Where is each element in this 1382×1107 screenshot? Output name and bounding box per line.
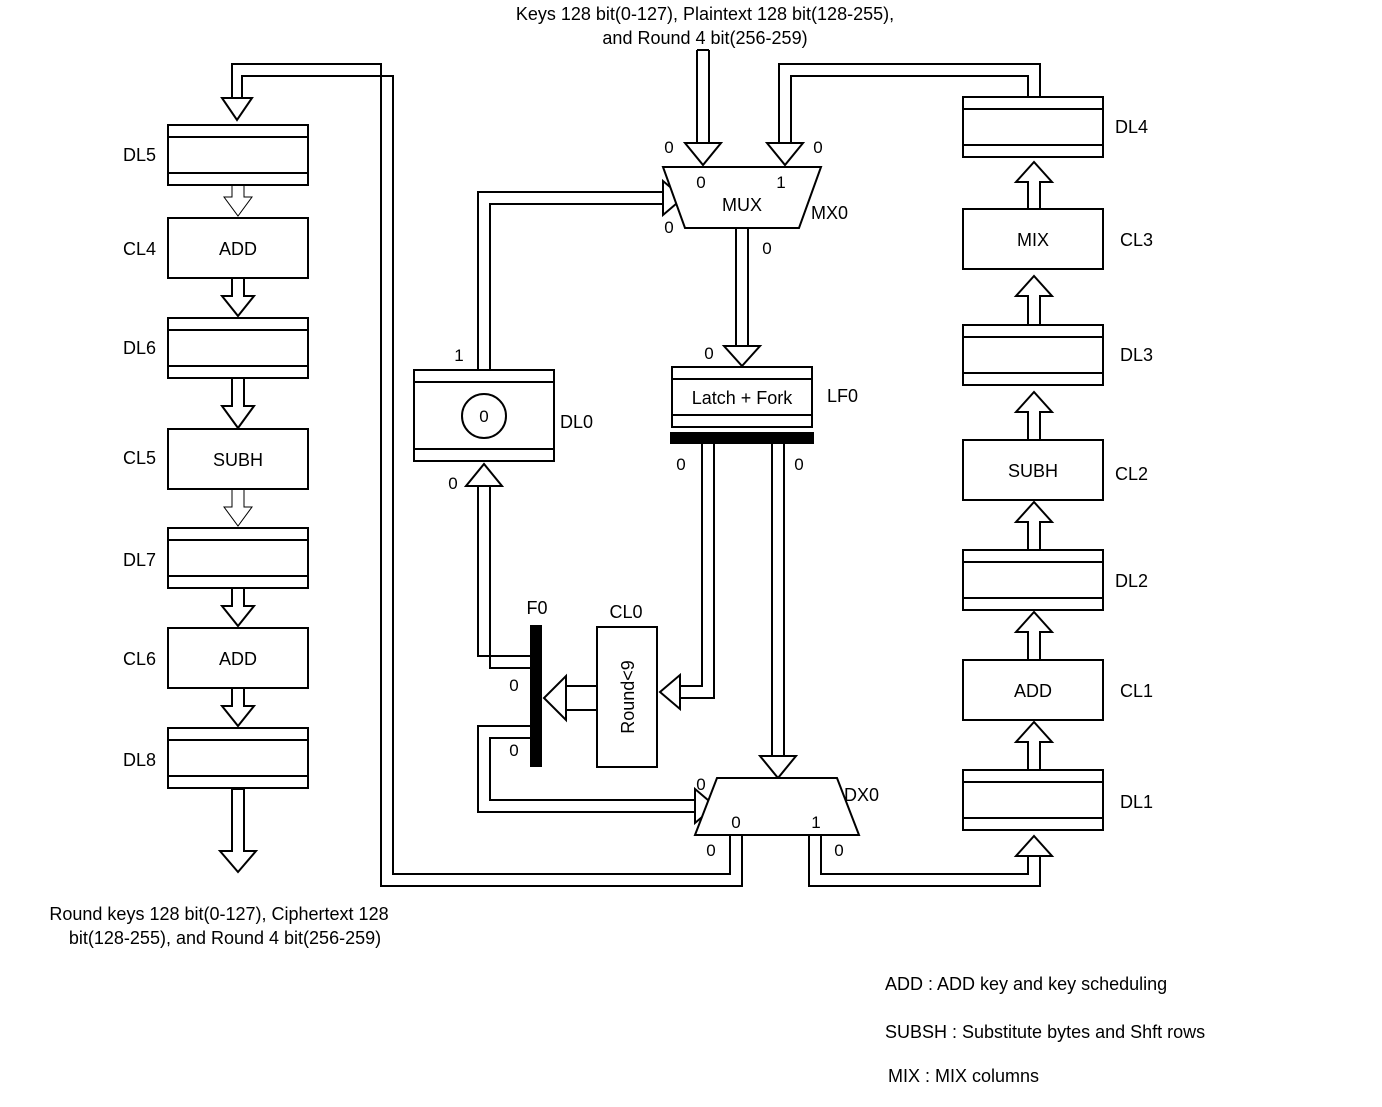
channel-lf0-to-cl0 — [658, 444, 715, 712]
mux-text: MUX — [722, 195, 762, 215]
dl8-register — [167, 727, 309, 789]
output-description-line2: bit(128-255), and Round 4 bit(256-259) — [69, 928, 381, 948]
dx0-in-token: 0 — [696, 775, 705, 794]
dx0-port-1: 1 — [811, 813, 820, 832]
channel-dl0-to-mux — [477, 178, 685, 370]
input-description-line2: and Round 4 bit(256-259) — [602, 28, 807, 48]
mux-top-right-token: 0 — [813, 138, 822, 157]
cl1-text: ADD — [1014, 681, 1052, 701]
dl6-label: DL6 — [123, 338, 156, 358]
cl2-label: CL2 — [1115, 464, 1148, 484]
legend-mix: MIX : MIX columns — [888, 1066, 1039, 1086]
cl4-label: CL4 — [123, 239, 156, 259]
dl2-register — [962, 549, 1104, 611]
dx0-bottom-right-token: 0 — [834, 841, 843, 860]
cl3-mix-block: MIX — [962, 208, 1104, 270]
cl2-text: SUBH — [1008, 461, 1058, 481]
lf0-text: Latch + Fork — [692, 388, 794, 408]
dl4-register — [962, 96, 1104, 158]
f0-left-bottom-token: 0 — [509, 741, 518, 760]
channel-dl4-to-mux — [764, 63, 1041, 167]
channel-mux-to-lf0 — [721, 228, 763, 368]
demux-dx0: 0 1 — [693, 777, 861, 836]
channel-dx0-to-dl5 — [220, 63, 743, 887]
channel-dx0-to-dl1 — [808, 834, 1055, 887]
cl3-text: MIX — [1017, 230, 1049, 250]
cl0-text: Round<9 — [618, 660, 638, 734]
dl2-label: DL2 — [1115, 571, 1148, 591]
cl3-label: CL3 — [1120, 230, 1153, 250]
dl0-name: DL0 — [560, 412, 593, 432]
legend-subsh: SUBSH : Substitute bytes and Shft rows — [885, 1022, 1205, 1042]
dl5-label: DL5 — [123, 145, 156, 165]
fork-f0 — [530, 625, 542, 767]
cl2-subh-block: SUBH — [962, 439, 1104, 501]
channel-f0-to-dl0 — [463, 462, 530, 669]
cl6-label: CL6 — [123, 649, 156, 669]
cl6-text: ADD — [219, 649, 257, 669]
dx0-name: DX0 — [844, 785, 879, 805]
legend: ADD : ADD key and key scheduling SUBSH :… — [885, 974, 1205, 1086]
left-column-arrows — [217, 184, 259, 874]
dl3-label: DL3 — [1120, 345, 1153, 365]
mux-port-1: 1 — [776, 173, 785, 192]
cl0-round-check: Round<9 — [596, 626, 658, 768]
cl5-text: SUBH — [213, 450, 263, 470]
cl6-add-block: ADD — [167, 627, 309, 689]
dl7-label: DL7 — [123, 550, 156, 570]
cl1-add-block: ADD — [962, 659, 1104, 721]
dl0-top-token: 1 — [454, 346, 463, 365]
mux-top-left-token: 0 — [664, 138, 673, 157]
right-column-arrows — [1013, 160, 1055, 771]
dl0-register: 0 — [413, 369, 555, 462]
dl0-bottom-token: 0 — [448, 474, 457, 493]
dl1-label: DL1 — [1120, 792, 1153, 812]
input-description-line1: Keys 128 bit(0-127), Plaintext 128 bit(1… — [516, 4, 894, 24]
cl5-subh-block: SUBH — [167, 428, 309, 490]
dl0-token: 0 — [479, 407, 488, 426]
lf0-in-token: 0 — [704, 344, 713, 363]
lf0-out-right-token: 0 — [794, 455, 803, 474]
output-description-line1: Round keys 128 bit(0-127), Ciphertext 12… — [49, 904, 388, 924]
dx0-bottom-left-token: 0 — [706, 841, 715, 860]
dl8-label: DL8 — [123, 750, 156, 770]
lf0-out-left-token: 0 — [676, 455, 685, 474]
dl5-register — [167, 124, 309, 186]
lf0-name: LF0 — [827, 386, 858, 406]
dx0-port-0: 0 — [731, 813, 740, 832]
mux-mx0: MUX 0 1 — [661, 166, 823, 229]
cl1-label: CL1 — [1120, 681, 1153, 701]
dl6-register — [167, 317, 309, 379]
cl4-text: ADD — [219, 239, 257, 259]
channel-cl0-to-f0 — [542, 673, 597, 723]
cl0-name: CL0 — [609, 602, 642, 622]
dl3-register — [962, 324, 1104, 386]
legend-add: ADD : ADD key and key scheduling — [885, 974, 1167, 994]
dl1-register — [962, 769, 1104, 831]
cl4-add-block: ADD — [167, 217, 309, 279]
mux-name: MX0 — [811, 203, 848, 223]
mux-out-token: 0 — [762, 239, 771, 258]
mux-port-0: 0 — [696, 173, 705, 192]
f0-left-top-token: 0 — [509, 676, 518, 695]
dl7-register — [167, 527, 309, 589]
dl0-token-circle — [461, 393, 507, 439]
f0-name: F0 — [526, 598, 547, 618]
mux-left-token: 0 — [664, 218, 673, 237]
channel-input-to-mux — [682, 49, 724, 167]
latch-fork-lf0: Latch + Fork — [670, 366, 814, 444]
channel-lf0-to-dx0 — [757, 444, 799, 780]
cl5-label: CL5 — [123, 448, 156, 468]
dl4-label: DL4 — [1115, 117, 1148, 137]
